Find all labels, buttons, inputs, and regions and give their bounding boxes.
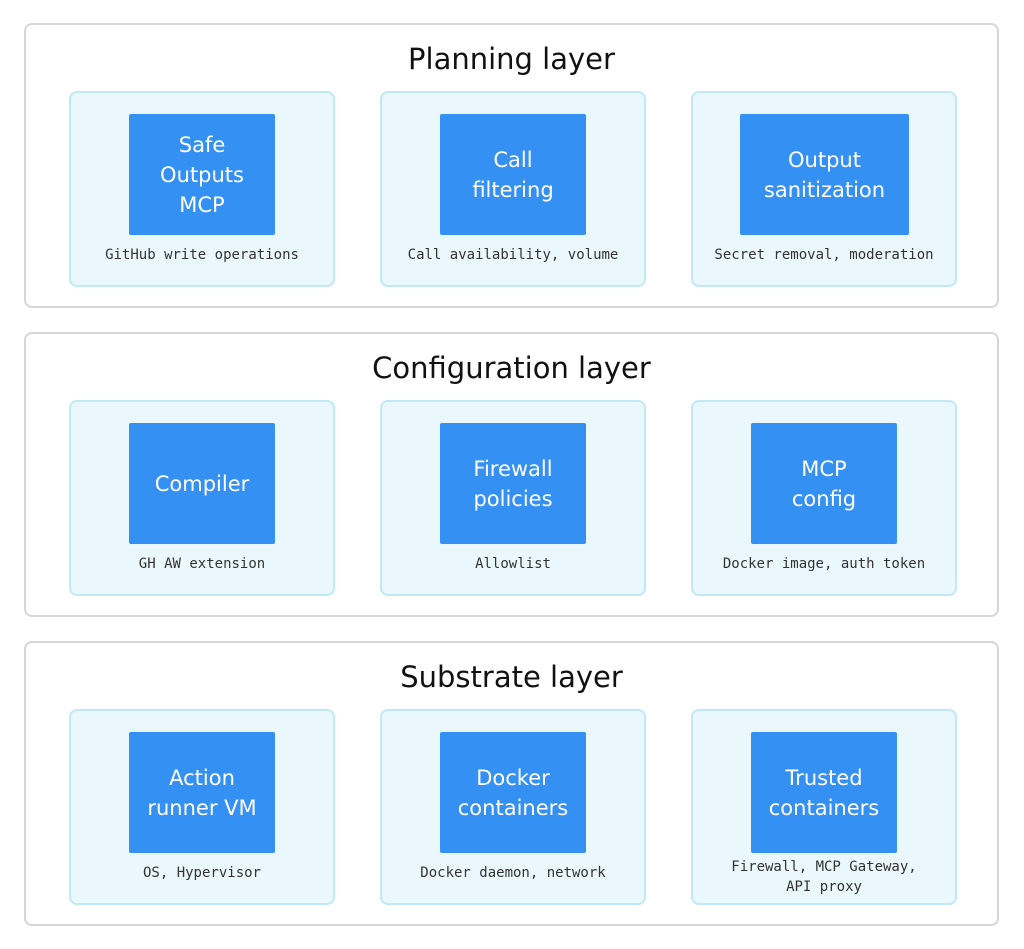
component-box: Compiler xyxy=(129,423,275,544)
configuration-layer-panel: Configuration layer Compiler GH AW exten… xyxy=(24,332,999,617)
component-caption: GitHub write operations xyxy=(105,247,299,263)
component-card: Trusted containers Firewall, MCP Gateway… xyxy=(691,709,957,905)
component-label: Compiler xyxy=(154,471,250,496)
component-label: Call filtering xyxy=(472,147,554,202)
component-caption: Docker image, auth token xyxy=(722,556,926,572)
component-label: Output sanitization xyxy=(763,147,886,202)
planning-layer-panel: Planning layer Safe Outputs MCP GitHub w… xyxy=(24,23,999,308)
component-caption: Call availability, volume xyxy=(407,247,619,263)
component-card: Docker containers Docker daemon, network xyxy=(380,709,646,905)
component-label: Safe Outputs MCP xyxy=(160,132,244,217)
component-caption: Firewall, MCP Gateway, API proxy xyxy=(731,859,917,895)
component-label: Trusted containers xyxy=(768,765,880,820)
component-box: Firewall policies xyxy=(440,423,586,544)
component-card: MCP config Docker image, auth token xyxy=(691,400,957,596)
component-caption: OS, Hypervisor xyxy=(142,865,261,881)
component-box: MCP config xyxy=(751,423,897,544)
component-label: MCP config xyxy=(791,456,857,511)
component-card: Compiler GH AW extension xyxy=(69,400,335,596)
component-box: Safe Outputs MCP xyxy=(129,114,275,235)
component-caption: Secret removal, moderation xyxy=(714,247,934,263)
component-label: Action runner VM xyxy=(147,765,257,820)
layer-title: Planning layer xyxy=(408,42,615,76)
component-box: Action runner VM xyxy=(129,732,275,853)
component-caption: Docker daemon, network xyxy=(420,865,606,881)
component-card: Firewall policies Allowlist xyxy=(380,400,646,596)
component-card: Call filtering Call availability, volume xyxy=(380,91,646,287)
component-caption: GH AW extension xyxy=(138,556,266,572)
substrate-layer-panel: Substrate layer Action runner VM OS, Hyp… xyxy=(24,641,999,926)
component-card: Output sanitization Secret removal, mode… xyxy=(691,91,957,287)
component-box: Output sanitization xyxy=(740,114,909,235)
component-box: Trusted containers xyxy=(751,732,897,853)
component-card: Safe Outputs MCP GitHub write operations xyxy=(69,91,335,287)
component-label: Docker containers xyxy=(457,765,569,820)
layer-title: Configuration layer xyxy=(372,351,651,385)
component-label: Firewall policies xyxy=(473,456,553,511)
component-box: Call filtering xyxy=(440,114,586,235)
component-caption: Allowlist xyxy=(475,556,551,572)
component-box: Docker containers xyxy=(440,732,586,853)
component-card: Action runner VM OS, Hypervisor xyxy=(69,709,335,905)
layer-title: Substrate layer xyxy=(400,660,623,694)
